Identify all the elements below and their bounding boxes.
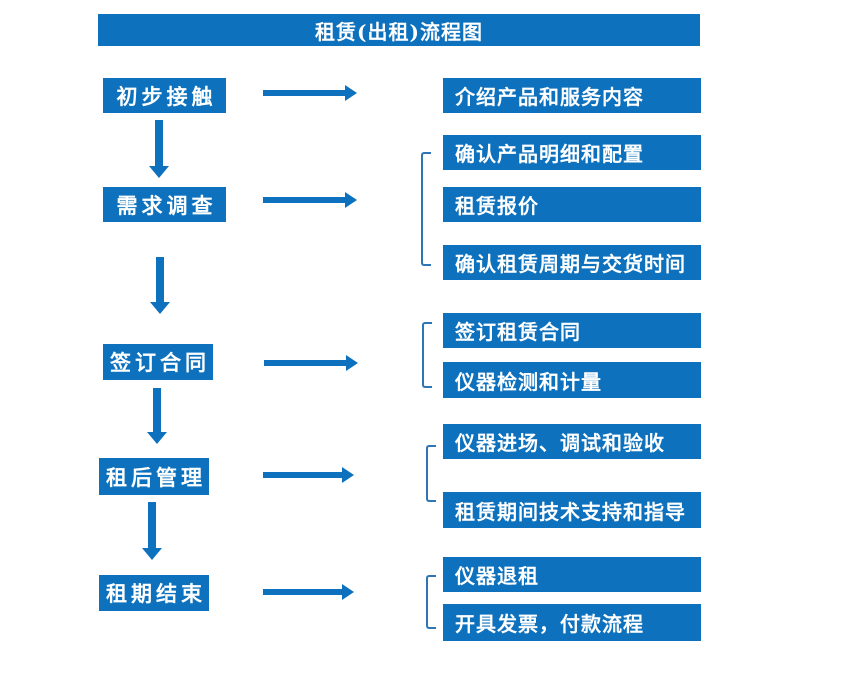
item-box-sign-rental-contract: 签订租赁合同 [443, 313, 701, 348]
arrow-shaft [155, 120, 163, 166]
item-box-confirm-product-details: 确认产品明细和配置 [443, 135, 701, 170]
arrow-right-icon [263, 584, 354, 600]
arrow-shaft [263, 197, 345, 203]
arrow-down-icon [150, 257, 170, 314]
arrow-right-icon [263, 192, 357, 208]
arrow-head [150, 302, 170, 314]
step-box-rental-end: 租期结束 [99, 575, 209, 611]
arrow-shaft [153, 388, 161, 432]
item-box-invoice-payment: 开具发票，付款流程 [443, 604, 701, 641]
arrow-shaft [148, 502, 156, 548]
arrow-shaft [263, 90, 345, 96]
group-bracket-icon [421, 152, 431, 266]
group-bracket-icon [426, 575, 436, 629]
arrow-down-icon [142, 502, 162, 560]
arrow-head [142, 548, 162, 560]
item-box-technical-support: 租赁期间技术支持和指导 [443, 492, 701, 528]
arrow-shaft [263, 589, 342, 595]
item-box-instrument-return: 仪器退租 [443, 557, 701, 592]
step-box-post-rental-management: 租后管理 [99, 458, 209, 495]
group-bracket-icon [422, 322, 432, 388]
arrow-head [342, 584, 354, 600]
flowchart-title: 租赁(出租)流程图 [98, 14, 700, 46]
item-box-introduce-products: 介绍产品和服务内容 [443, 78, 701, 113]
arrow-down-icon [149, 120, 169, 178]
arrow-head [345, 85, 357, 101]
step-box-sign-contract: 签订合同 [103, 344, 213, 380]
arrow-shaft [263, 472, 342, 478]
arrow-down-icon [147, 388, 167, 444]
item-box-rental-quote: 租赁报价 [443, 187, 701, 222]
step-box-initial-contact: 初步接触 [103, 78, 226, 113]
item-box-instrument-setup-acceptance: 仪器进场、调试和验收 [443, 424, 701, 459]
arrow-right-icon [263, 85, 357, 101]
arrow-head [345, 192, 357, 208]
arrow-shaft [264, 360, 346, 366]
item-box-confirm-period-delivery: 确认租赁周期与交货时间 [443, 245, 701, 280]
arrow-shaft [156, 257, 164, 302]
arrow-head [346, 355, 358, 371]
arrow-right-icon [263, 467, 354, 483]
item-box-instrument-testing: 仪器检测和计量 [443, 362, 701, 398]
arrow-head [342, 467, 354, 483]
arrow-right-icon [264, 355, 358, 371]
arrow-head [147, 432, 167, 444]
arrow-head [149, 166, 169, 178]
step-box-demand-survey: 需求调查 [103, 187, 226, 222]
group-bracket-icon [426, 445, 436, 502]
